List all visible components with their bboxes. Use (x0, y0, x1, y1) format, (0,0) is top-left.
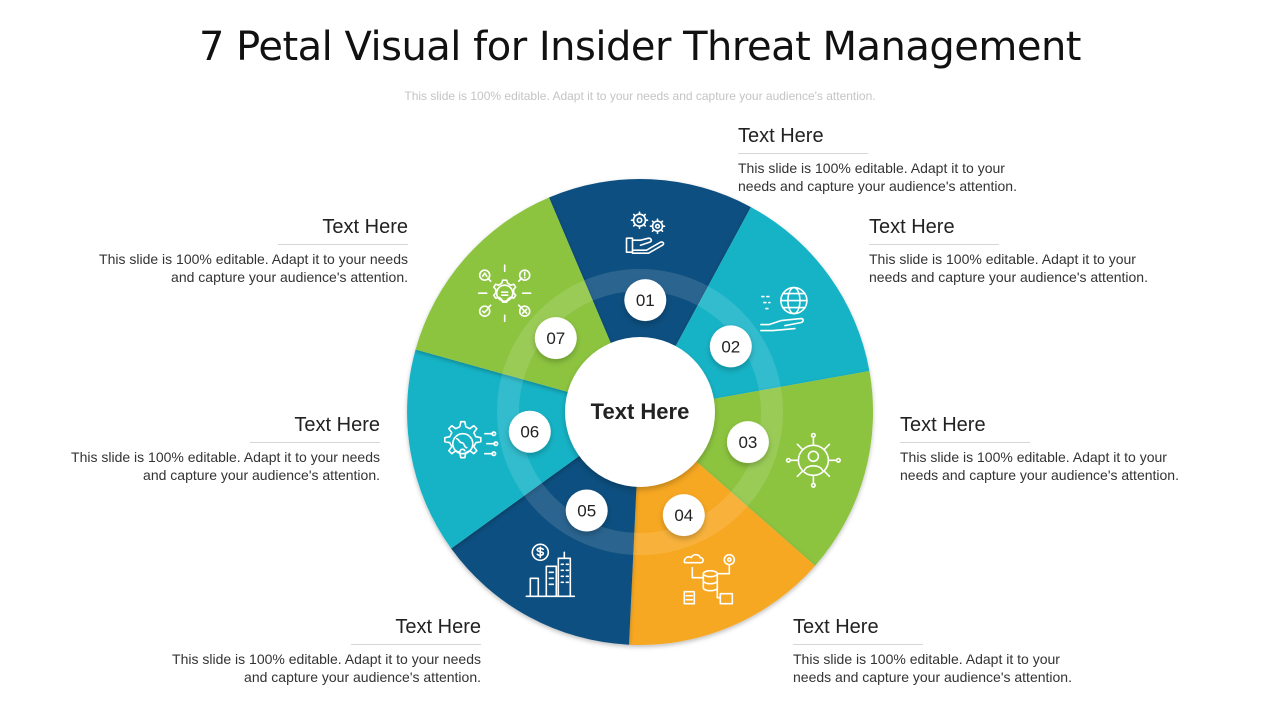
petal-07-number: 07 (546, 329, 565, 348)
petal-02-badge: 02 (709, 325, 752, 368)
petal-05-badge: 05 (565, 489, 608, 532)
callout-04-heading: Text Here (793, 616, 923, 645)
petal-04-badge: 04 (662, 494, 705, 537)
petal-06-number: 06 (520, 423, 539, 442)
callout-03-body: This slide is 100% editable. Adapt it to… (900, 449, 1179, 483)
callout-06: Text Here This slide is 100% editable. A… (50, 414, 380, 484)
callout-06-body: This slide is 100% editable. Adapt it to… (71, 449, 380, 483)
petal-01-badge: 01 (624, 279, 667, 322)
petal-02-number: 02 (721, 337, 740, 356)
callout-02-body: This slide is 100% editable. Adapt it to… (869, 251, 1148, 285)
petal-04-number: 04 (674, 506, 693, 525)
callout-04: Text Here This slide is 100% editable. A… (793, 616, 1123, 686)
slide-subtitle: This slide is 100% editable. Adapt it to… (404, 89, 876, 103)
center-label: Text Here (591, 399, 690, 424)
petal-01-number: 01 (636, 291, 655, 310)
callout-02-heading: Text Here (869, 216, 999, 245)
center-hub[interactable]: Text Here (565, 337, 715, 487)
callout-07-heading: Text Here (278, 216, 408, 245)
callout-04-body: This slide is 100% editable. Adapt it to… (793, 651, 1072, 685)
callout-07: Text Here This slide is 100% editable. A… (78, 216, 408, 286)
callout-03: Text Here This slide is 100% editable. A… (900, 414, 1230, 484)
callout-01-body: This slide is 100% editable. Adapt it to… (738, 160, 1017, 194)
petal-07-badge: 07 (534, 317, 577, 360)
callout-01-heading: Text Here (738, 125, 868, 154)
petal-02-sector[interactable] (640, 207, 870, 412)
petal-03-number: 03 (738, 433, 757, 452)
callout-02: Text Here This slide is 100% editable. A… (869, 216, 1199, 286)
petal-03-badge: 03 (726, 421, 769, 464)
callout-05-heading: Text Here (351, 616, 481, 645)
petal-06-badge: 06 (508, 410, 551, 453)
callout-05-body: This slide is 100% editable. Adapt it to… (172, 651, 481, 685)
callout-07-body: This slide is 100% editable. Adapt it to… (99, 251, 408, 285)
petal-05-number: 05 (577, 502, 596, 521)
petal-number-badges: 01 02 03 04 05 06 07 (508, 279, 769, 537)
slide-title: 7 Petal Visual for Insider Threat Manage… (199, 24, 1081, 70)
callout-06-heading: Text Here (250, 414, 380, 443)
petal-07-sector[interactable] (415, 197, 640, 413)
callout-03-heading: Text Here (900, 414, 1030, 443)
callout-05: Text Here This slide is 100% editable. A… (151, 616, 481, 686)
callout-01: Text Here This slide is 100% editable. A… (738, 125, 1068, 195)
